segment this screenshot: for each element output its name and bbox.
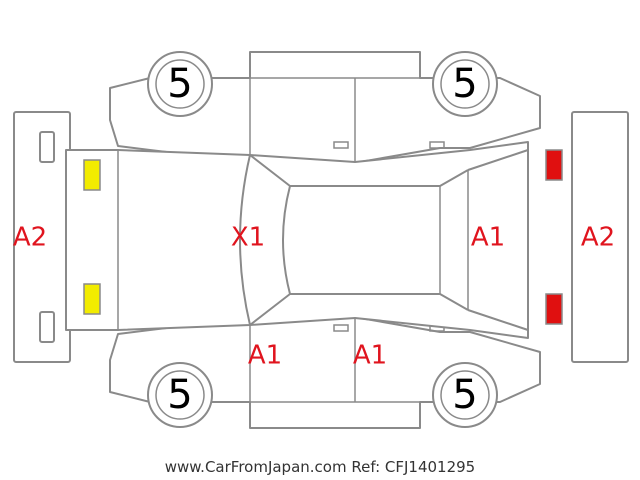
tire-depth-front-bottom: 5: [167, 372, 192, 418]
tire-depth-rear-top: 5: [452, 61, 477, 107]
damage-code-front-bumper: A2: [13, 223, 47, 253]
front-bumper-clip-bottom: [39, 311, 55, 343]
damage-code-roof: X1: [231, 223, 265, 253]
rear-bumper-panel: [571, 111, 629, 363]
front-bumper-clip-top: [39, 131, 55, 163]
tire-rear-top: 5: [432, 51, 498, 117]
yellow-lamp-marker: [83, 283, 101, 315]
tire-depth-rear-bottom: 5: [452, 372, 477, 418]
yellow-lamp-marker: [83, 159, 101, 191]
footer-reference: www.CarFromJapan.com Ref: CFJ1401295: [165, 458, 475, 476]
damage-code-door-rear-left: A1: [353, 341, 387, 371]
damage-code-door-front-left: A1: [248, 341, 282, 371]
damage-code-rear-glass-area: A1: [471, 223, 505, 253]
damage-code-rear-bumper: A2: [581, 223, 615, 253]
tire-front-bottom: 5: [147, 362, 213, 428]
door-handle-bottom-front: [333, 324, 349, 332]
tire-rear-bottom: 5: [432, 362, 498, 428]
red-lamp-marker: [545, 293, 563, 325]
door-handle-top-rear: [429, 141, 445, 149]
door-handle-top-front: [333, 141, 349, 149]
tire-depth-front-top: 5: [167, 61, 192, 107]
top-view-body: [65, 141, 529, 339]
tire-front-top: 5: [147, 51, 213, 117]
red-lamp-marker: [545, 149, 563, 181]
